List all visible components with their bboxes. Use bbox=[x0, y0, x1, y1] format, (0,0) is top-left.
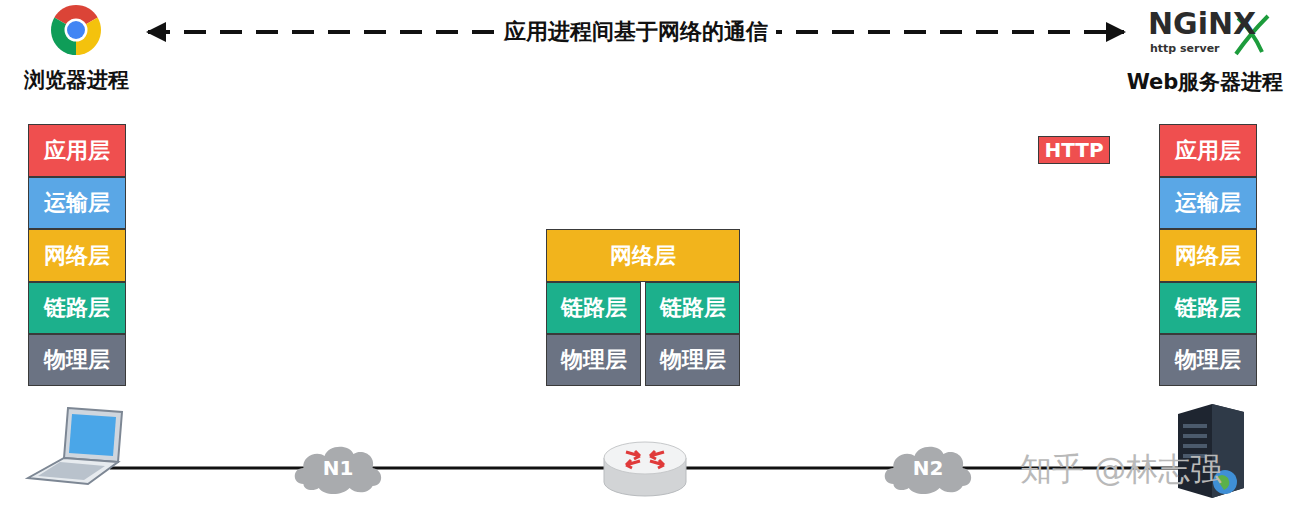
node-text: 运输层 bbox=[1175, 188, 1241, 218]
logo-text: NGiNX bbox=[1148, 6, 1256, 41]
node-text: Web服务器进程 bbox=[1127, 68, 1284, 96]
node-text: 网络层 bbox=[44, 241, 110, 271]
node-text: N1 bbox=[323, 456, 354, 480]
layer-box: 链路层 bbox=[546, 282, 641, 334]
node-text: 物理层 bbox=[1175, 345, 1241, 375]
node-text: 网络层 bbox=[610, 241, 676, 271]
laptop-icon bbox=[28, 408, 122, 484]
node-text: 链路层 bbox=[660, 293, 726, 323]
layer-box: 网络层 bbox=[546, 229, 740, 282]
layer-box: 网络层 bbox=[1159, 229, 1257, 282]
node-text: 物理层 bbox=[660, 345, 726, 375]
watermark: 知乎 @林志强 bbox=[1020, 448, 1222, 492]
layer-box: 物理层 bbox=[1159, 334, 1257, 386]
layer-box: 应用层 bbox=[28, 124, 126, 177]
layer-box: 运输层 bbox=[1159, 177, 1257, 229]
router-icon bbox=[604, 442, 686, 496]
edge-label: 应用进程间基于网络的通信 bbox=[496, 17, 776, 47]
layer-box: 网络层 bbox=[28, 229, 126, 282]
node-text: 应用层 bbox=[1175, 136, 1241, 166]
network-cloud: N2 bbox=[880, 440, 976, 496]
node-text: N2 bbox=[913, 456, 944, 480]
node-text: 链路层 bbox=[1175, 293, 1241, 323]
layer-box: 物理层 bbox=[546, 334, 641, 386]
process-label: 浏览器进程 bbox=[8, 2, 144, 94]
layer-box: 链路层 bbox=[28, 282, 126, 334]
layer-box: 应用层 bbox=[1159, 124, 1257, 177]
node-text: 运输层 bbox=[44, 188, 110, 218]
layer-box: 物理层 bbox=[28, 334, 126, 386]
chrome-icon bbox=[51, 5, 101, 55]
node-text: 物理层 bbox=[44, 345, 110, 375]
network-cloud: N1 bbox=[290, 440, 386, 496]
layer-box: 物理层 bbox=[645, 334, 740, 386]
node-text: 物理层 bbox=[561, 345, 627, 375]
node-text: 应用层 bbox=[44, 136, 110, 166]
node-text: HTTP bbox=[1044, 138, 1103, 162]
layer-box: 运输层 bbox=[28, 177, 126, 229]
layer-box: HTTP bbox=[1038, 136, 1109, 164]
node-text: 浏览器进程 bbox=[24, 66, 129, 94]
node-text: 网络层 bbox=[1175, 241, 1241, 271]
node-text: 链路层 bbox=[561, 293, 627, 323]
node-text: 链路层 bbox=[44, 293, 110, 323]
layer-box: 链路层 bbox=[1159, 282, 1257, 334]
layer-box: 链路层 bbox=[645, 282, 740, 334]
logo-subtitle: http server bbox=[1150, 42, 1220, 55]
